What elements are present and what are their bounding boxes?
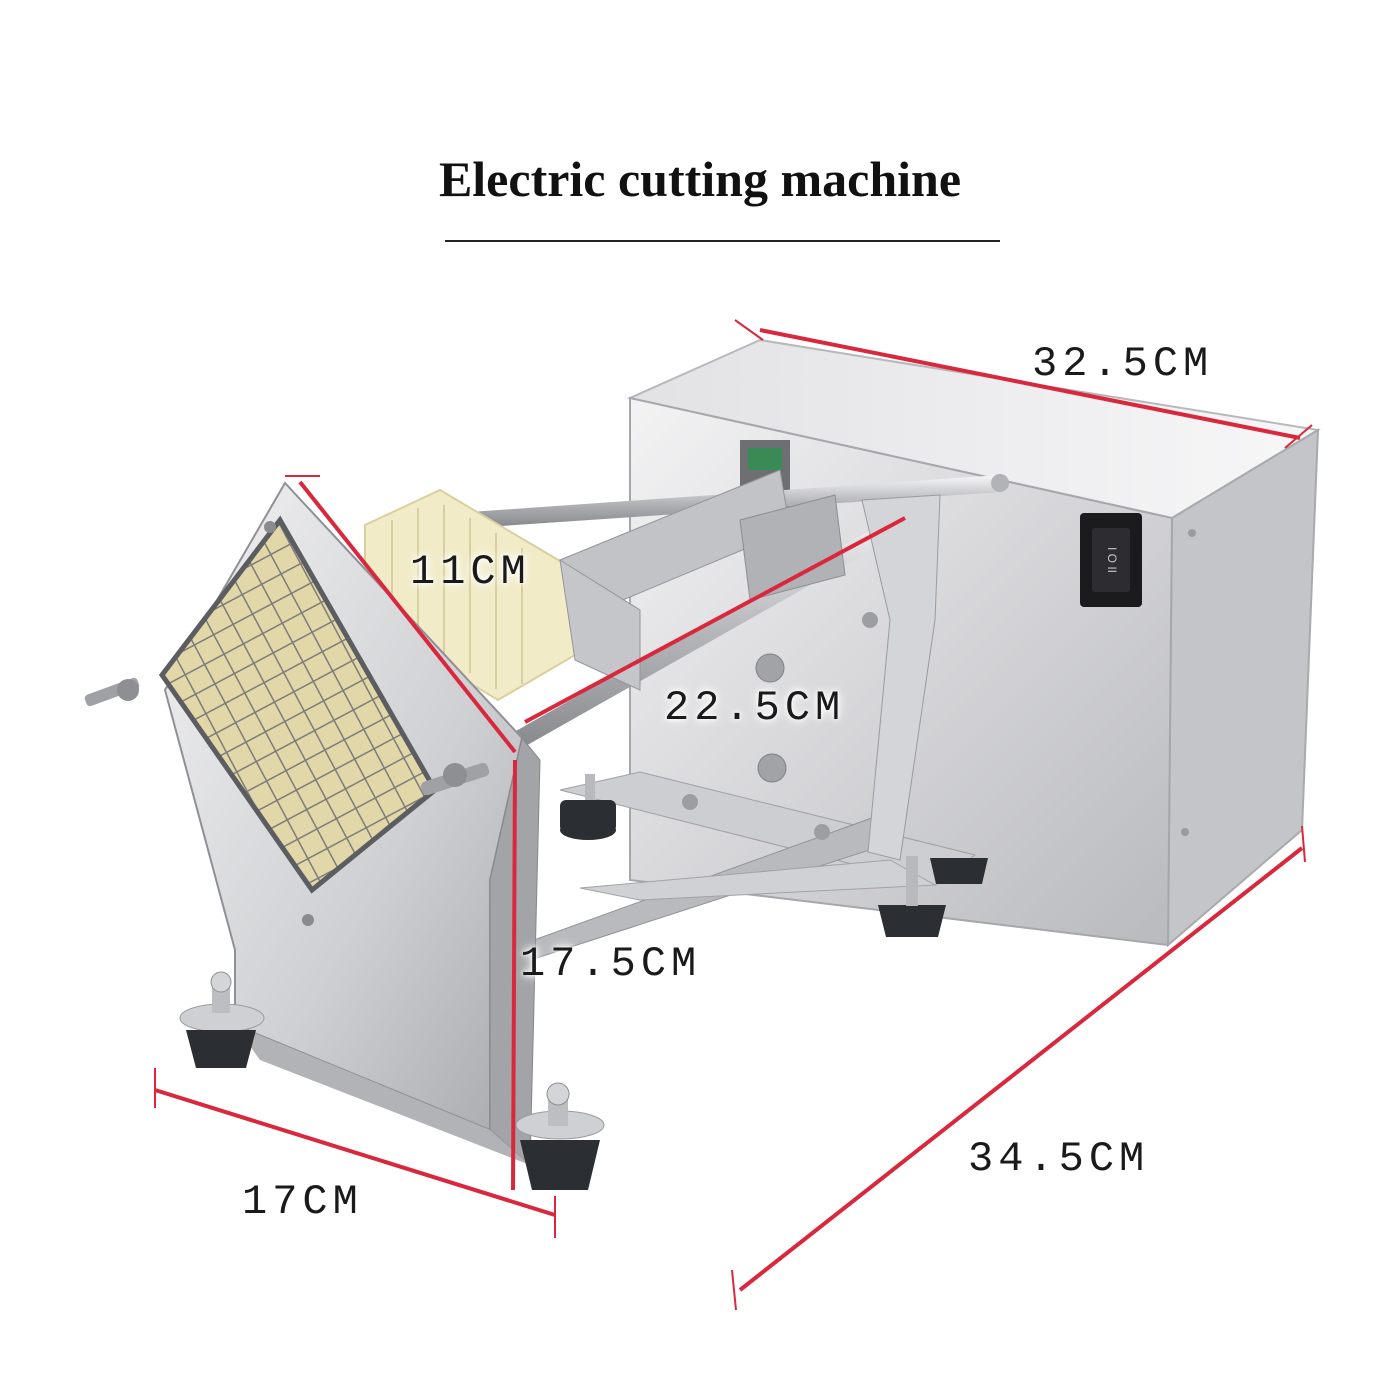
dim-label-front-width: 17CM (242, 1178, 363, 1226)
rear-left-foot (560, 800, 616, 832)
dim-line-total (738, 846, 1304, 1292)
rear-right-foot (878, 905, 946, 937)
dim-line-rod (524, 516, 906, 724)
dim-line-front-width (154, 1088, 556, 1217)
dim-line-front-height (511, 759, 517, 1191)
dim-label-frame-height: 11CM (410, 548, 531, 596)
front-left-foot (179, 971, 265, 1068)
screw-bottom (302, 914, 314, 926)
drive-assembly (559, 469, 941, 861)
page-title: Electric cutting machine (438, 151, 962, 207)
rear-mid-foot (930, 858, 988, 884)
switch-symbols: I O II (1105, 547, 1119, 573)
title-underline (445, 240, 1000, 242)
dimension-lines (154, 319, 1313, 1311)
dim-label-total-length: 34.5CM (968, 1135, 1150, 1183)
wing-nut-left (84, 677, 140, 707)
dim-label-top-length: 32.5CM (1032, 340, 1214, 388)
dim-line-top (759, 328, 1301, 440)
power-switch: I O II (1080, 513, 1142, 607)
screw-top (264, 521, 276, 533)
dim-label-rod-length: 22.5CM (664, 684, 846, 732)
dim-label-front-height: 17.5CM (520, 940, 702, 988)
front-right-foot (515, 1082, 605, 1190)
wing-nut-right (420, 762, 490, 796)
base-frame (498, 771, 988, 971)
dim-line-frame (298, 480, 517, 754)
